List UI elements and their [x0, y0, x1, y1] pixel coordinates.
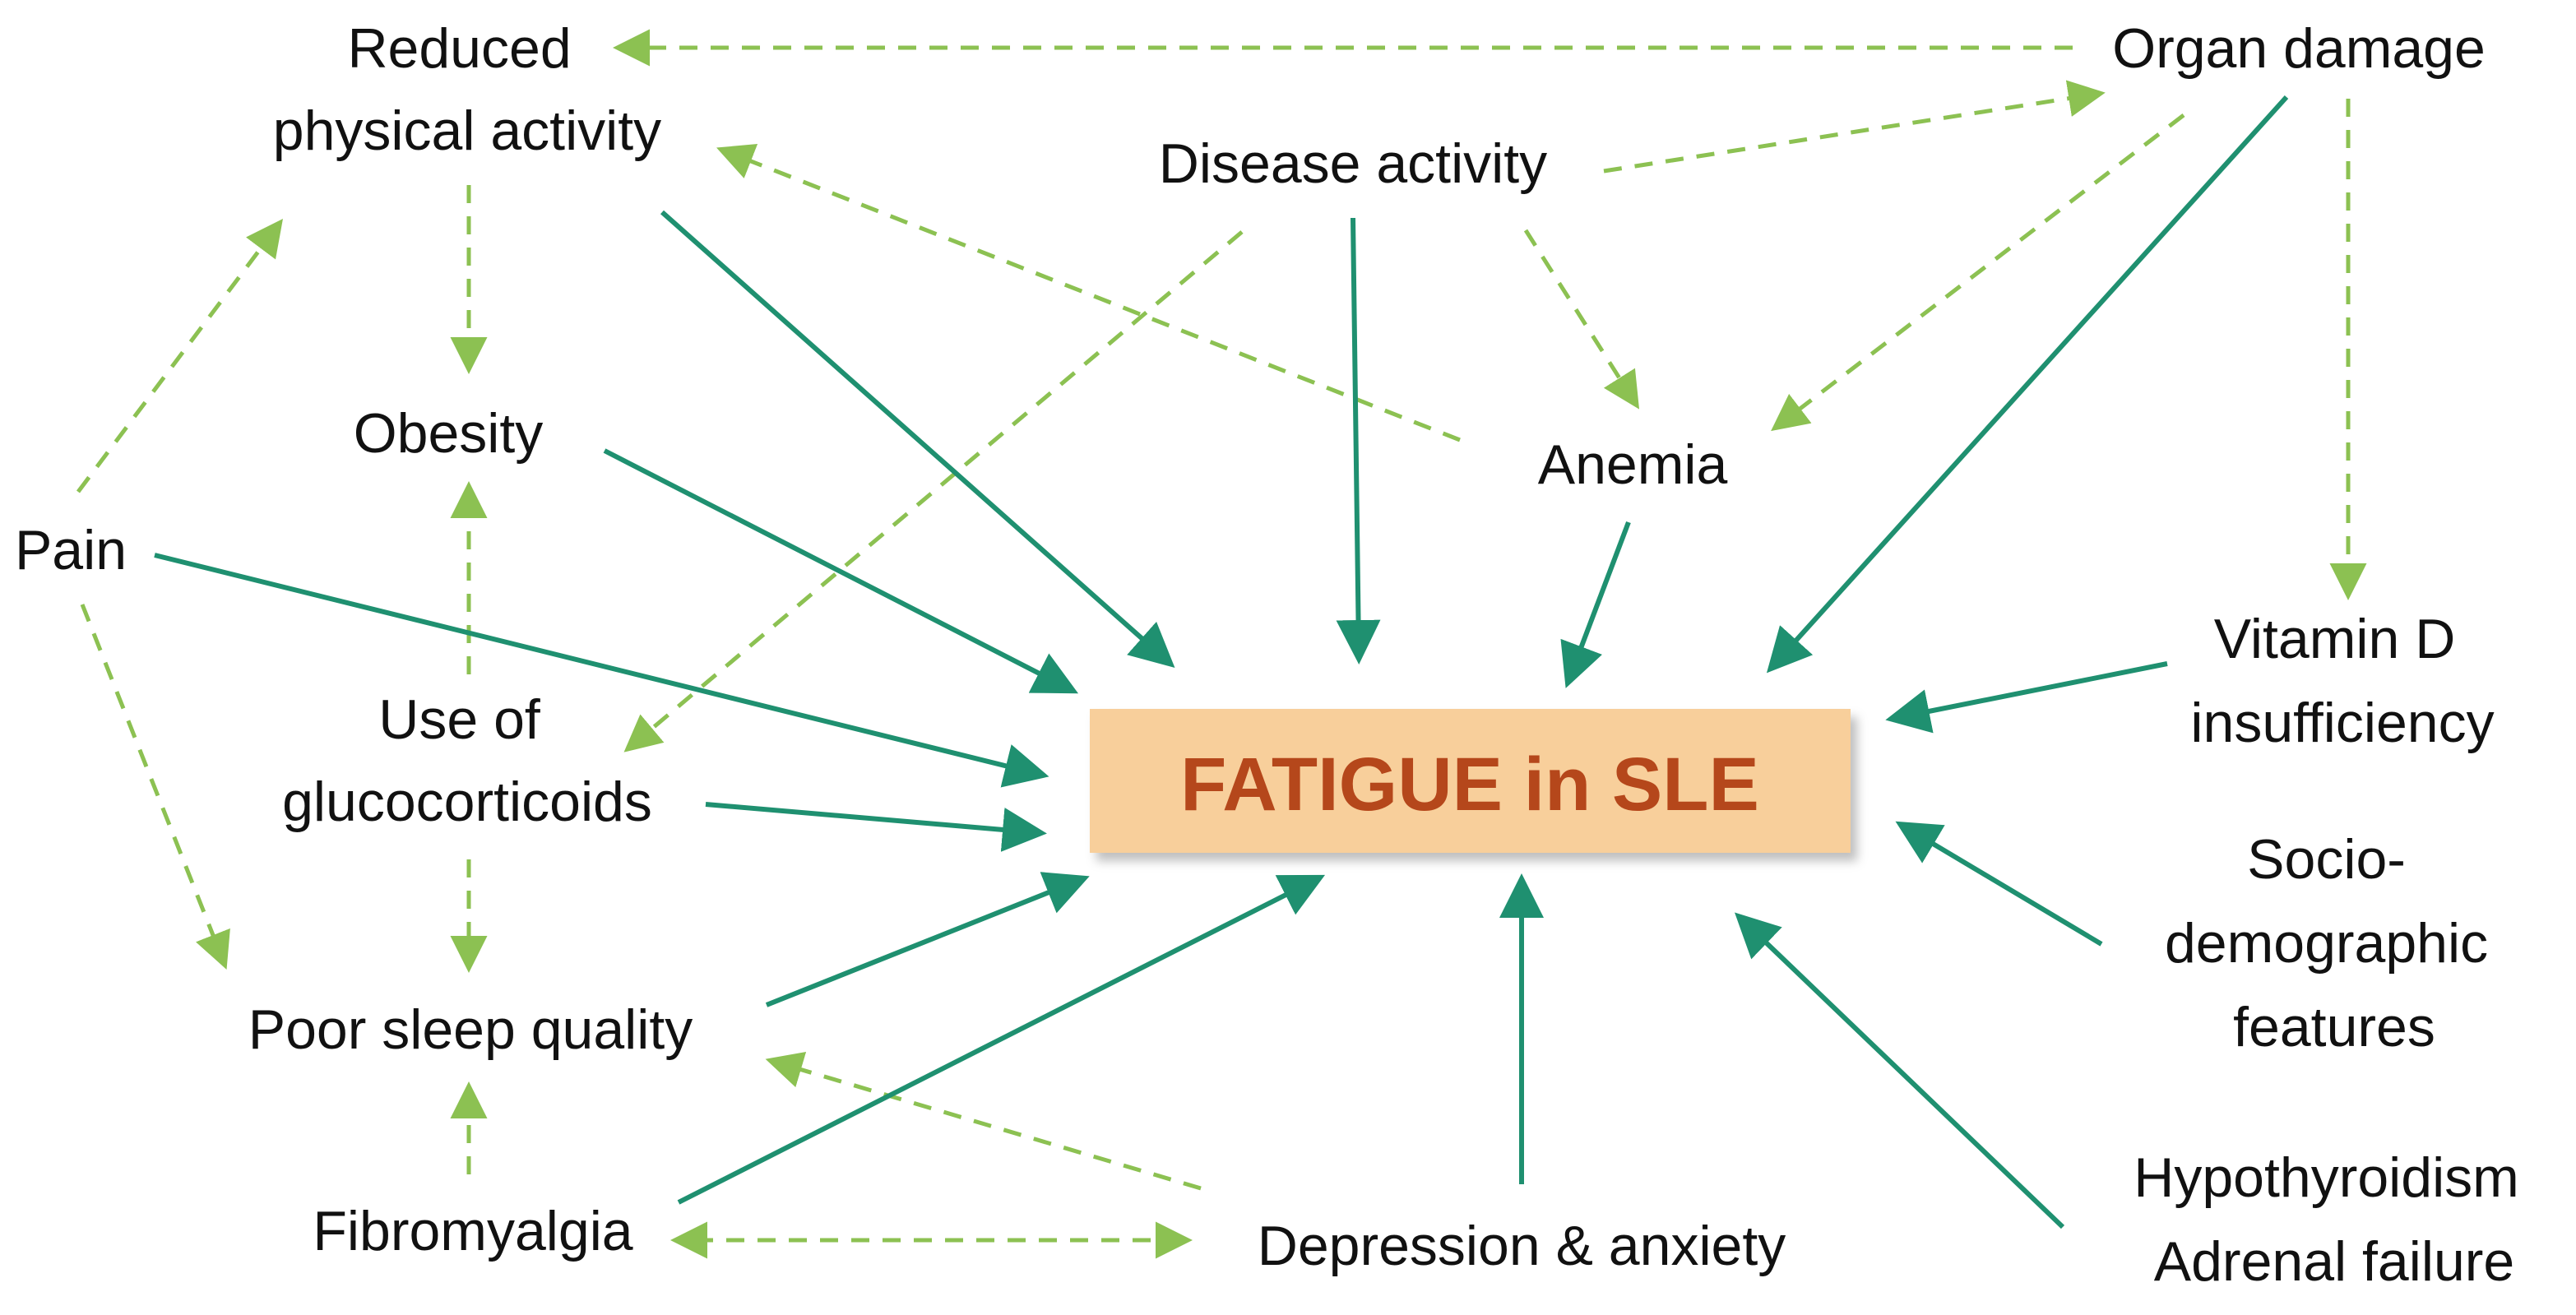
node-poor-sleep-quality: Poor sleep quality — [248, 998, 693, 1061]
dashed-anemia-to-reduced — [716, 144, 1461, 442]
solid-sociodemographic-to-fatigue — [1895, 821, 2103, 947]
center-box — [1090, 709, 1851, 853]
node-labels: Reduced physical activity Organ damage D… — [15, 17, 2535, 1293]
node-vitamin-d: Vitamin D insufficiency — [2190, 608, 2494, 754]
center-node: FATIGUE in SLE — [1090, 709, 1851, 853]
node-organ-damage: Organ damage — [2112, 17, 2486, 80]
solid-arrows — [154, 95, 2289, 1229]
solid-anemia-to-fatigue — [1560, 521, 1631, 688]
node-glucocorticoids: Use of glucocorticoids — [282, 688, 652, 833]
dashed-disease-to-glucocorticoids — [623, 230, 1244, 752]
node-depression-anxiety: Depression & anxiety — [1258, 1215, 1786, 1277]
solid-poor-sleep-to-fatigue — [765, 872, 1090, 1007]
solid-organ-to-fatigue — [1766, 95, 2289, 674]
solid-fibromyalgia-to-fatigue — [677, 874, 1326, 1205]
solid-pain-to-fatigue — [154, 553, 1049, 788]
node-hypothyroidism-adrenal: Hypothyroidism Adrenal failure — [2134, 1146, 2535, 1293]
node-obesity: Obesity — [354, 402, 544, 465]
dashed-disease-to-anemia — [1523, 229, 1640, 410]
node-reduced-physical-activity: Reduced physical activity — [273, 17, 661, 162]
solid-disease-to-fatigue — [1336, 217, 1381, 664]
solid-vitamin-d-to-fatigue — [1885, 661, 2168, 734]
dashed-pain-to-reduced — [76, 219, 283, 493]
solid-reduced-to-fatigue — [660, 210, 1175, 668]
solid-glucocorticoids-to-fatigue — [705, 802, 1047, 852]
node-fibromyalgia: Fibromyalgia — [313, 1200, 632, 1262]
solid-hypothyroidism-to-fatigue — [1735, 912, 2065, 1229]
dashed-arrows — [76, 29, 2367, 1259]
dashed-pain-to-poor-sleep — [80, 604, 230, 970]
node-pain: Pain — [15, 519, 127, 581]
node-sociodemographic: Socio- demographic features — [2165, 828, 2504, 1058]
dashed-organ-to-anemia — [1771, 113, 2185, 432]
solid-obesity-to-fatigue — [603, 448, 1079, 694]
dashed-depression-to-poor-sleep — [765, 1051, 1202, 1191]
node-disease-activity: Disease activity — [1159, 132, 1547, 195]
dashed-disease-to-organ — [1603, 80, 2106, 174]
node-anemia: Anemia — [1538, 433, 1728, 496]
center-label: FATIGUE in SLE — [1180, 743, 1759, 827]
